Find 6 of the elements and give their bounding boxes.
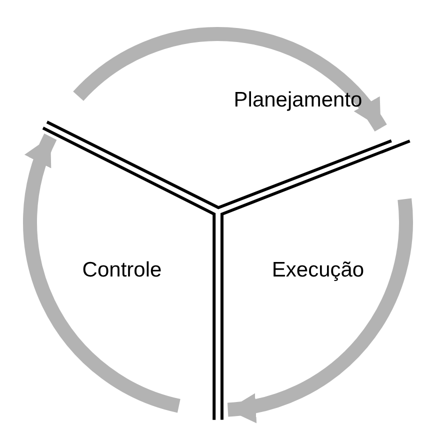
stage-label: Controle	[82, 258, 162, 282]
stage-label: Planejamento	[234, 88, 362, 112]
stage-label: Execução	[272, 258, 364, 282]
cycle-arrow	[23, 134, 181, 413]
cycle-arrow	[227, 198, 413, 422]
cycle-arrow	[73, 27, 387, 132]
